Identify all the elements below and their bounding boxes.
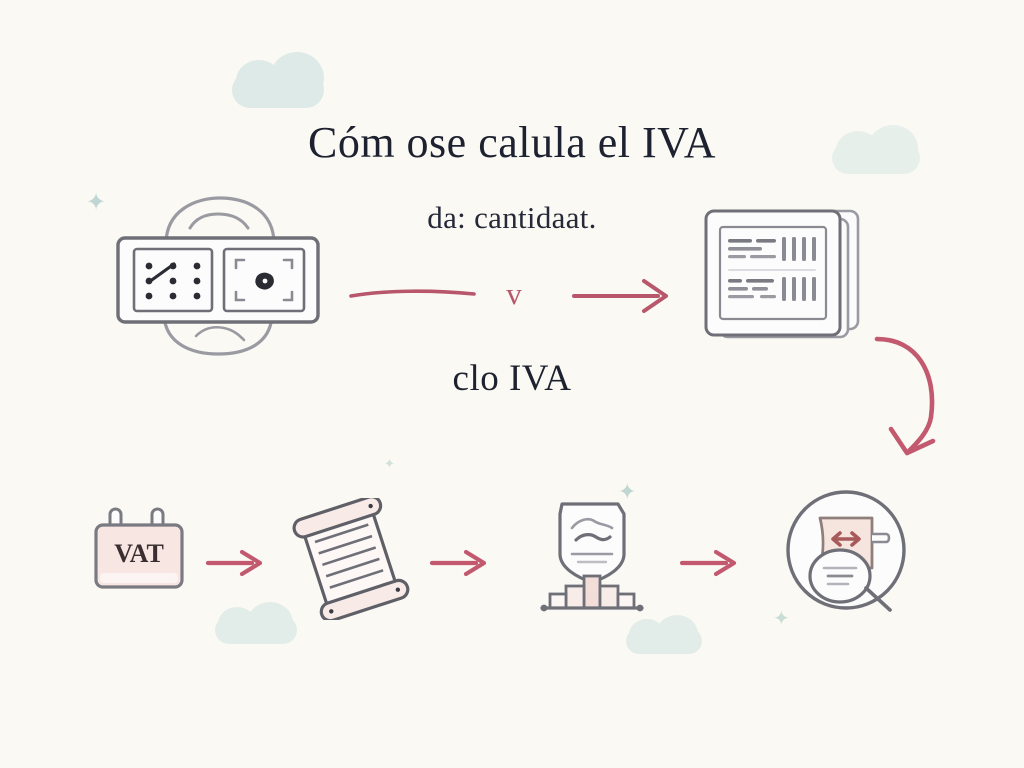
page-title: Cóm ose calula el IVA	[307, 118, 717, 167]
shield-podium-icon	[540, 502, 644, 612]
connector-letter-text: v	[506, 276, 522, 311]
step-scroll	[286, 495, 414, 623]
curved-arrow-wrapper	[855, 325, 965, 465]
right-arrow-icon	[429, 549, 487, 577]
page-subtitle: da: cantidaat.	[427, 200, 597, 235]
cloud-bottom-left	[215, 602, 297, 644]
sparkle-icon-left: ✦	[86, 188, 107, 216]
calculator-device-icon	[116, 196, 320, 356]
bottom-arrow-2	[428, 546, 492, 580]
right-arrow-icon	[679, 549, 737, 577]
document-stack-icon	[704, 209, 860, 339]
step-review	[778, 484, 918, 620]
document-stack-illustration	[700, 205, 870, 355]
cloud-top-left	[232, 52, 324, 108]
connector-line	[348, 283, 478, 305]
connector-arrow	[570, 275, 680, 317]
step-vat-sign: VAT	[88, 505, 196, 601]
bottom-arrow-1	[204, 546, 268, 580]
bottom-arrow-3	[678, 546, 742, 580]
vat-sign-label: VAT	[114, 539, 164, 568]
connector-letter: v	[492, 276, 536, 318]
sparkle-icon-center: ✦	[384, 457, 395, 472]
horizontal-line-icon	[349, 289, 476, 298]
step-podium	[528, 492, 656, 618]
cloud-top-right	[832, 125, 920, 174]
vat-sign-icon: VAT	[94, 507, 184, 589]
right-arrow-icon	[572, 279, 668, 313]
sparkle-icon-bottom-right: ✦	[773, 606, 790, 630]
calculator-device-illustration	[108, 186, 328, 361]
cloud-bottom-mid	[626, 615, 702, 654]
right-arrow-icon	[205, 549, 263, 577]
document-magnifier-icon	[786, 490, 906, 612]
curved-down-arrow-icon	[874, 336, 936, 456]
scroll-document-icon	[292, 495, 410, 623]
sparkle-icon-podium: ✦	[618, 480, 637, 505]
page-caption: clo IVA	[452, 358, 572, 399]
